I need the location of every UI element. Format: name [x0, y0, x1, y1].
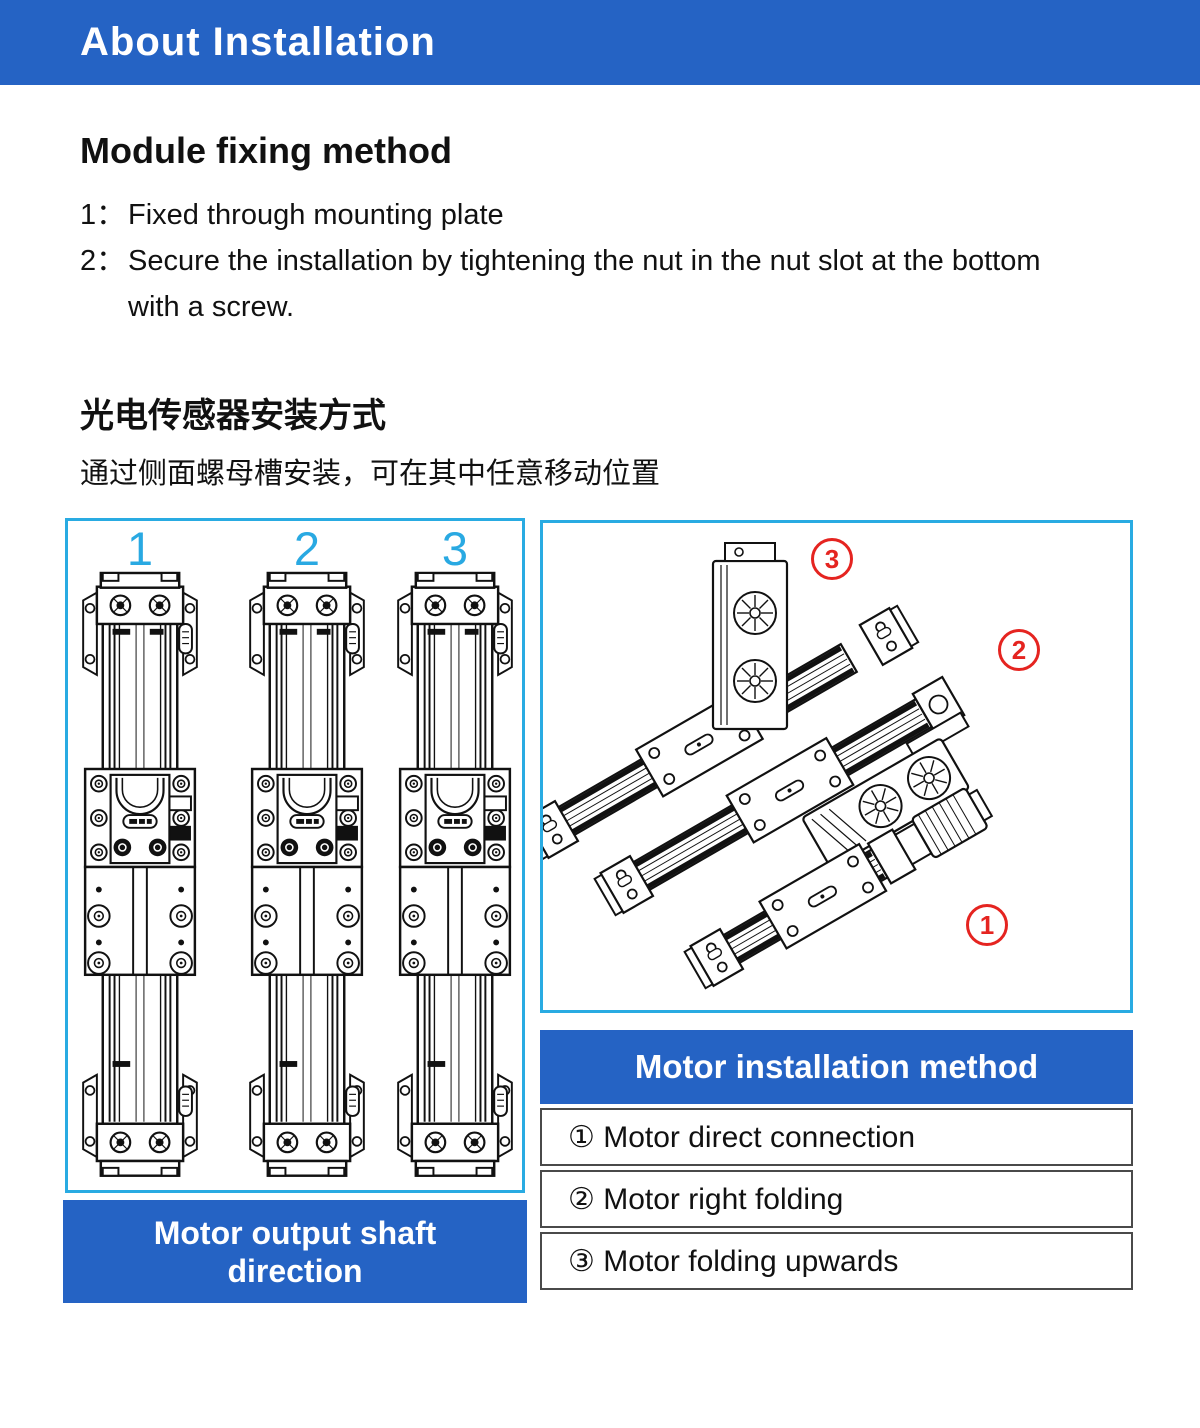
module-top-view-drawing: [68, 521, 522, 1190]
fixing-method-list: 1： Fixed through mounting plate 2： Secur…: [80, 192, 1100, 330]
list-item-text: Secure the installation by tightening th…: [128, 245, 1041, 323]
motor-direct-body: [911, 787, 994, 859]
module-2-drawing: [250, 573, 364, 1176]
sensor-body-text: 通过侧面螺母槽安装，可在其中任意移动位置: [80, 458, 661, 490]
table-header: Motor installation method: [540, 1030, 1133, 1104]
motor-installation-panel: 3 2 1: [540, 520, 1133, 1013]
motor-up-tower: [711, 542, 789, 731]
section-heading-sensor: 光电传感器安装方式: [80, 397, 386, 435]
figure-number-1: 1: [126, 522, 154, 575]
motor-installation-drawing: [543, 542, 994, 992]
circled-label-2: 2: [998, 629, 1040, 671]
circled-label-1: 1: [966, 904, 1008, 946]
motor-right-body: [802, 738, 970, 868]
list-item-number: 2：: [80, 245, 126, 277]
unit-3-motor-up: [543, 542, 921, 864]
module-orientation-panel: 1 2 3: [65, 518, 525, 1193]
figure-number-2: 2: [293, 522, 321, 575]
unit-1-motor-direct: [682, 787, 994, 992]
module-3-drawing: [398, 573, 512, 1176]
list-item: 1： Fixed through mounting plate: [80, 192, 1100, 238]
page-header: About Installation: [0, 0, 1200, 85]
circled-label-3: 3: [811, 538, 853, 580]
section-heading-fixing: Module fixing method: [80, 130, 452, 171]
caption-line-1: Motor output shaft: [153, 1214, 437, 1251]
list-item-number: 1：: [80, 199, 126, 231]
left-figure-caption: Motor output shaft direction: [63, 1200, 527, 1303]
table-row: ③ Motor folding upwards: [540, 1232, 1133, 1290]
page-title: About Installation: [80, 20, 436, 64]
caption-line-2: direction: [227, 1252, 363, 1289]
figure-number-3: 3: [441, 522, 469, 575]
table-row: ② Motor right folding: [540, 1170, 1133, 1228]
list-item-text: Fixed through mounting plate: [128, 199, 504, 231]
list-item: 2： Secure the installation by tightening…: [80, 238, 1100, 330]
module-1-drawing: [83, 573, 197, 1176]
motor-installation-table: Motor installation method ① Motor direct…: [540, 1030, 1133, 1290]
unit-2-motor-right: [592, 675, 970, 919]
table-row: ① Motor direct connection: [540, 1108, 1133, 1166]
